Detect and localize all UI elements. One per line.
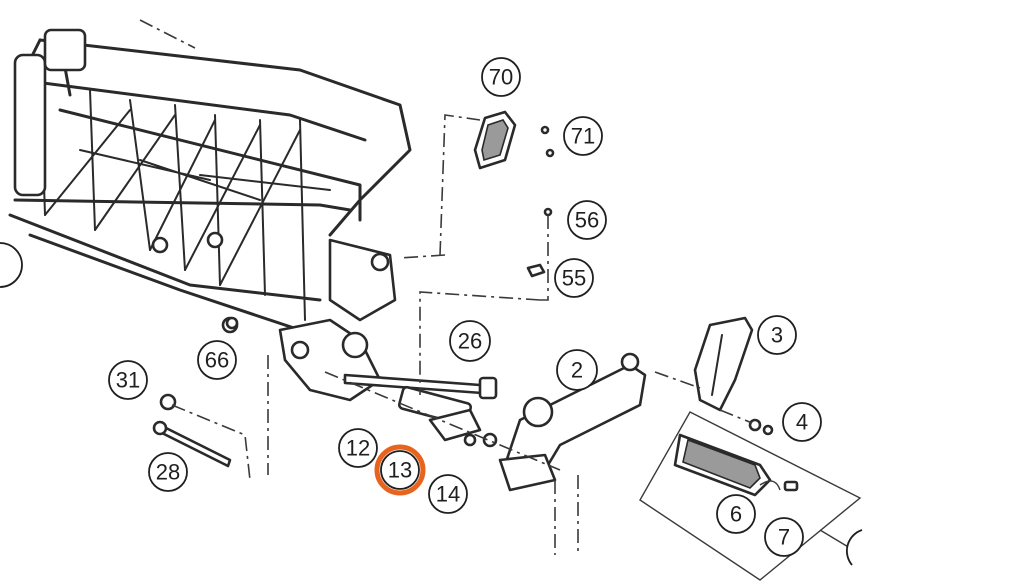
callout-13: 13 <box>374 444 426 496</box>
callout-28: 28 <box>148 452 188 492</box>
callout-label: 71 <box>571 124 595 149</box>
heel-guard-part <box>693 316 774 436</box>
callout-14: 14 <box>428 474 468 514</box>
footpeg-part <box>639 411 863 581</box>
assembly-lines <box>139 19 753 555</box>
callout-56: 56 <box>567 200 607 240</box>
footpeg-bracket-part <box>397 352 647 492</box>
callout-4: 4 <box>782 402 822 442</box>
callout-label: 55 <box>562 266 586 291</box>
callout-31: 31 <box>108 360 148 400</box>
small-bolts <box>526 207 553 278</box>
callout-label: 7 <box>778 525 790 550</box>
callout-55: 55 <box>554 258 594 298</box>
callout-71: 71 <box>563 116 603 156</box>
callout-label: 4 <box>796 410 808 435</box>
callout-label: 12 <box>346 436 370 461</box>
callout-label: 70 <box>489 65 513 90</box>
callout-3: 3 <box>757 315 797 355</box>
callout-label: 6 <box>730 502 742 527</box>
motorcycle-frame <box>0 28 412 402</box>
callout-label: 56 <box>575 208 599 233</box>
callout-70: 70 <box>481 57 521 97</box>
callout-label: 14 <box>436 482 460 507</box>
callout-label: 66 <box>205 348 229 373</box>
callout-6: 6 <box>716 494 756 534</box>
long-bolt-28 <box>152 316 239 468</box>
highlight-ring <box>374 444 426 496</box>
callout-label: 31 <box>116 368 140 393</box>
callout-26: 26 <box>449 320 491 362</box>
callout-label: 13 <box>388 458 412 483</box>
callout-label: 28 <box>156 460 180 485</box>
callout-label: 2 <box>571 358 583 383</box>
callout-66: 66 <box>197 340 237 380</box>
callout-label: 3 <box>771 323 783 348</box>
guard-plate-part <box>473 110 555 170</box>
callout-2: 2 <box>556 349 598 391</box>
callout-label: 26 <box>458 329 482 354</box>
callout-12: 12 <box>338 428 378 468</box>
callout-7: 7 <box>764 517 804 557</box>
